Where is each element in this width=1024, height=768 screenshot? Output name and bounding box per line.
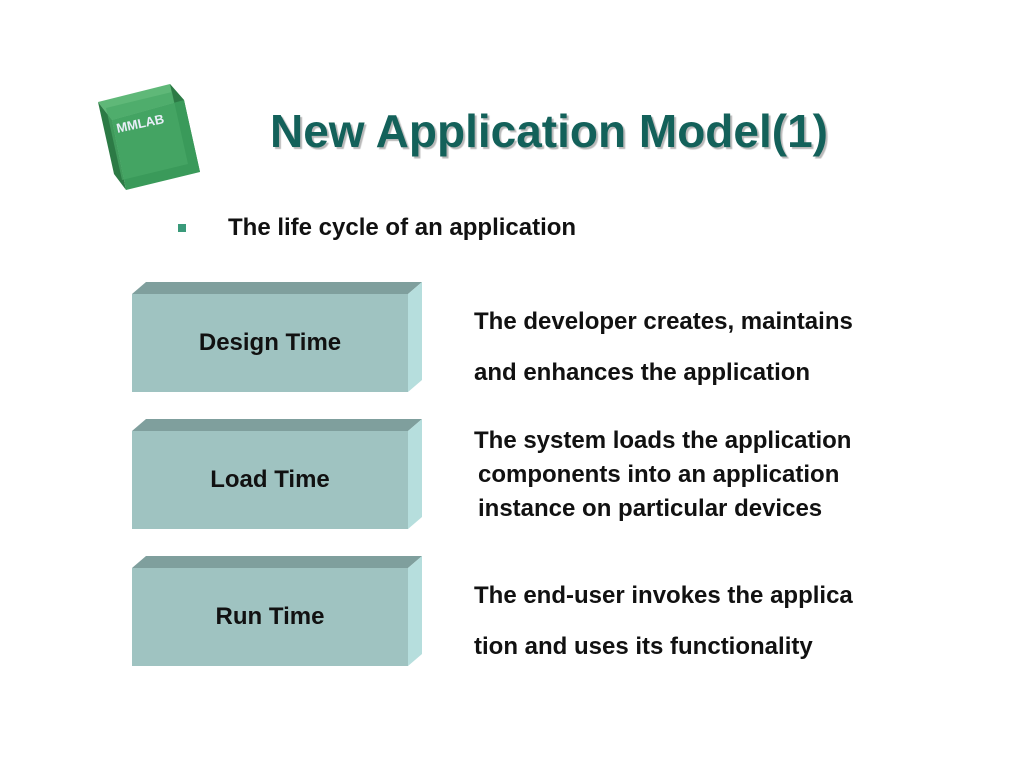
bullet-text: The life cycle of an application — [228, 214, 577, 241]
stage-label: Design Time — [198, 329, 342, 356]
slide-title: New Application Model(1) — [270, 105, 828, 157]
description-line: The system loads the application — [474, 427, 852, 454]
stage-box-load-time: Load Time — [132, 419, 422, 531]
description-line: instance on particular devices — [478, 495, 823, 522]
description-line: The developer creates, maintains — [474, 308, 853, 335]
mmlab-logo: MMLAB — [92, 80, 208, 196]
stage-description-design-time: The developer creates, maintains and enh… — [474, 296, 853, 398]
stage-description-run-time: The end-user invokes the applica tion an… — [474, 570, 853, 672]
bullet-square-icon — [178, 224, 186, 232]
stage-description-load-time: The system loads the application compone… — [474, 424, 851, 526]
stage-label: Load Time — [210, 466, 330, 493]
description-line: components into an application — [478, 461, 840, 488]
cube-logo-icon — [98, 84, 200, 190]
stage-box-design-time: Design Time — [132, 282, 422, 394]
stage-box-run-time: Run Time — [132, 556, 422, 668]
stage-label: Run Time — [215, 603, 325, 630]
box-shape — [132, 419, 422, 529]
description-line: tion and uses its functionality — [474, 633, 813, 660]
description-line: and enhances the application — [474, 359, 811, 386]
description-line: The end-user invokes the applica — [474, 582, 853, 609]
box-shape — [132, 282, 422, 392]
box-shape — [132, 556, 422, 666]
